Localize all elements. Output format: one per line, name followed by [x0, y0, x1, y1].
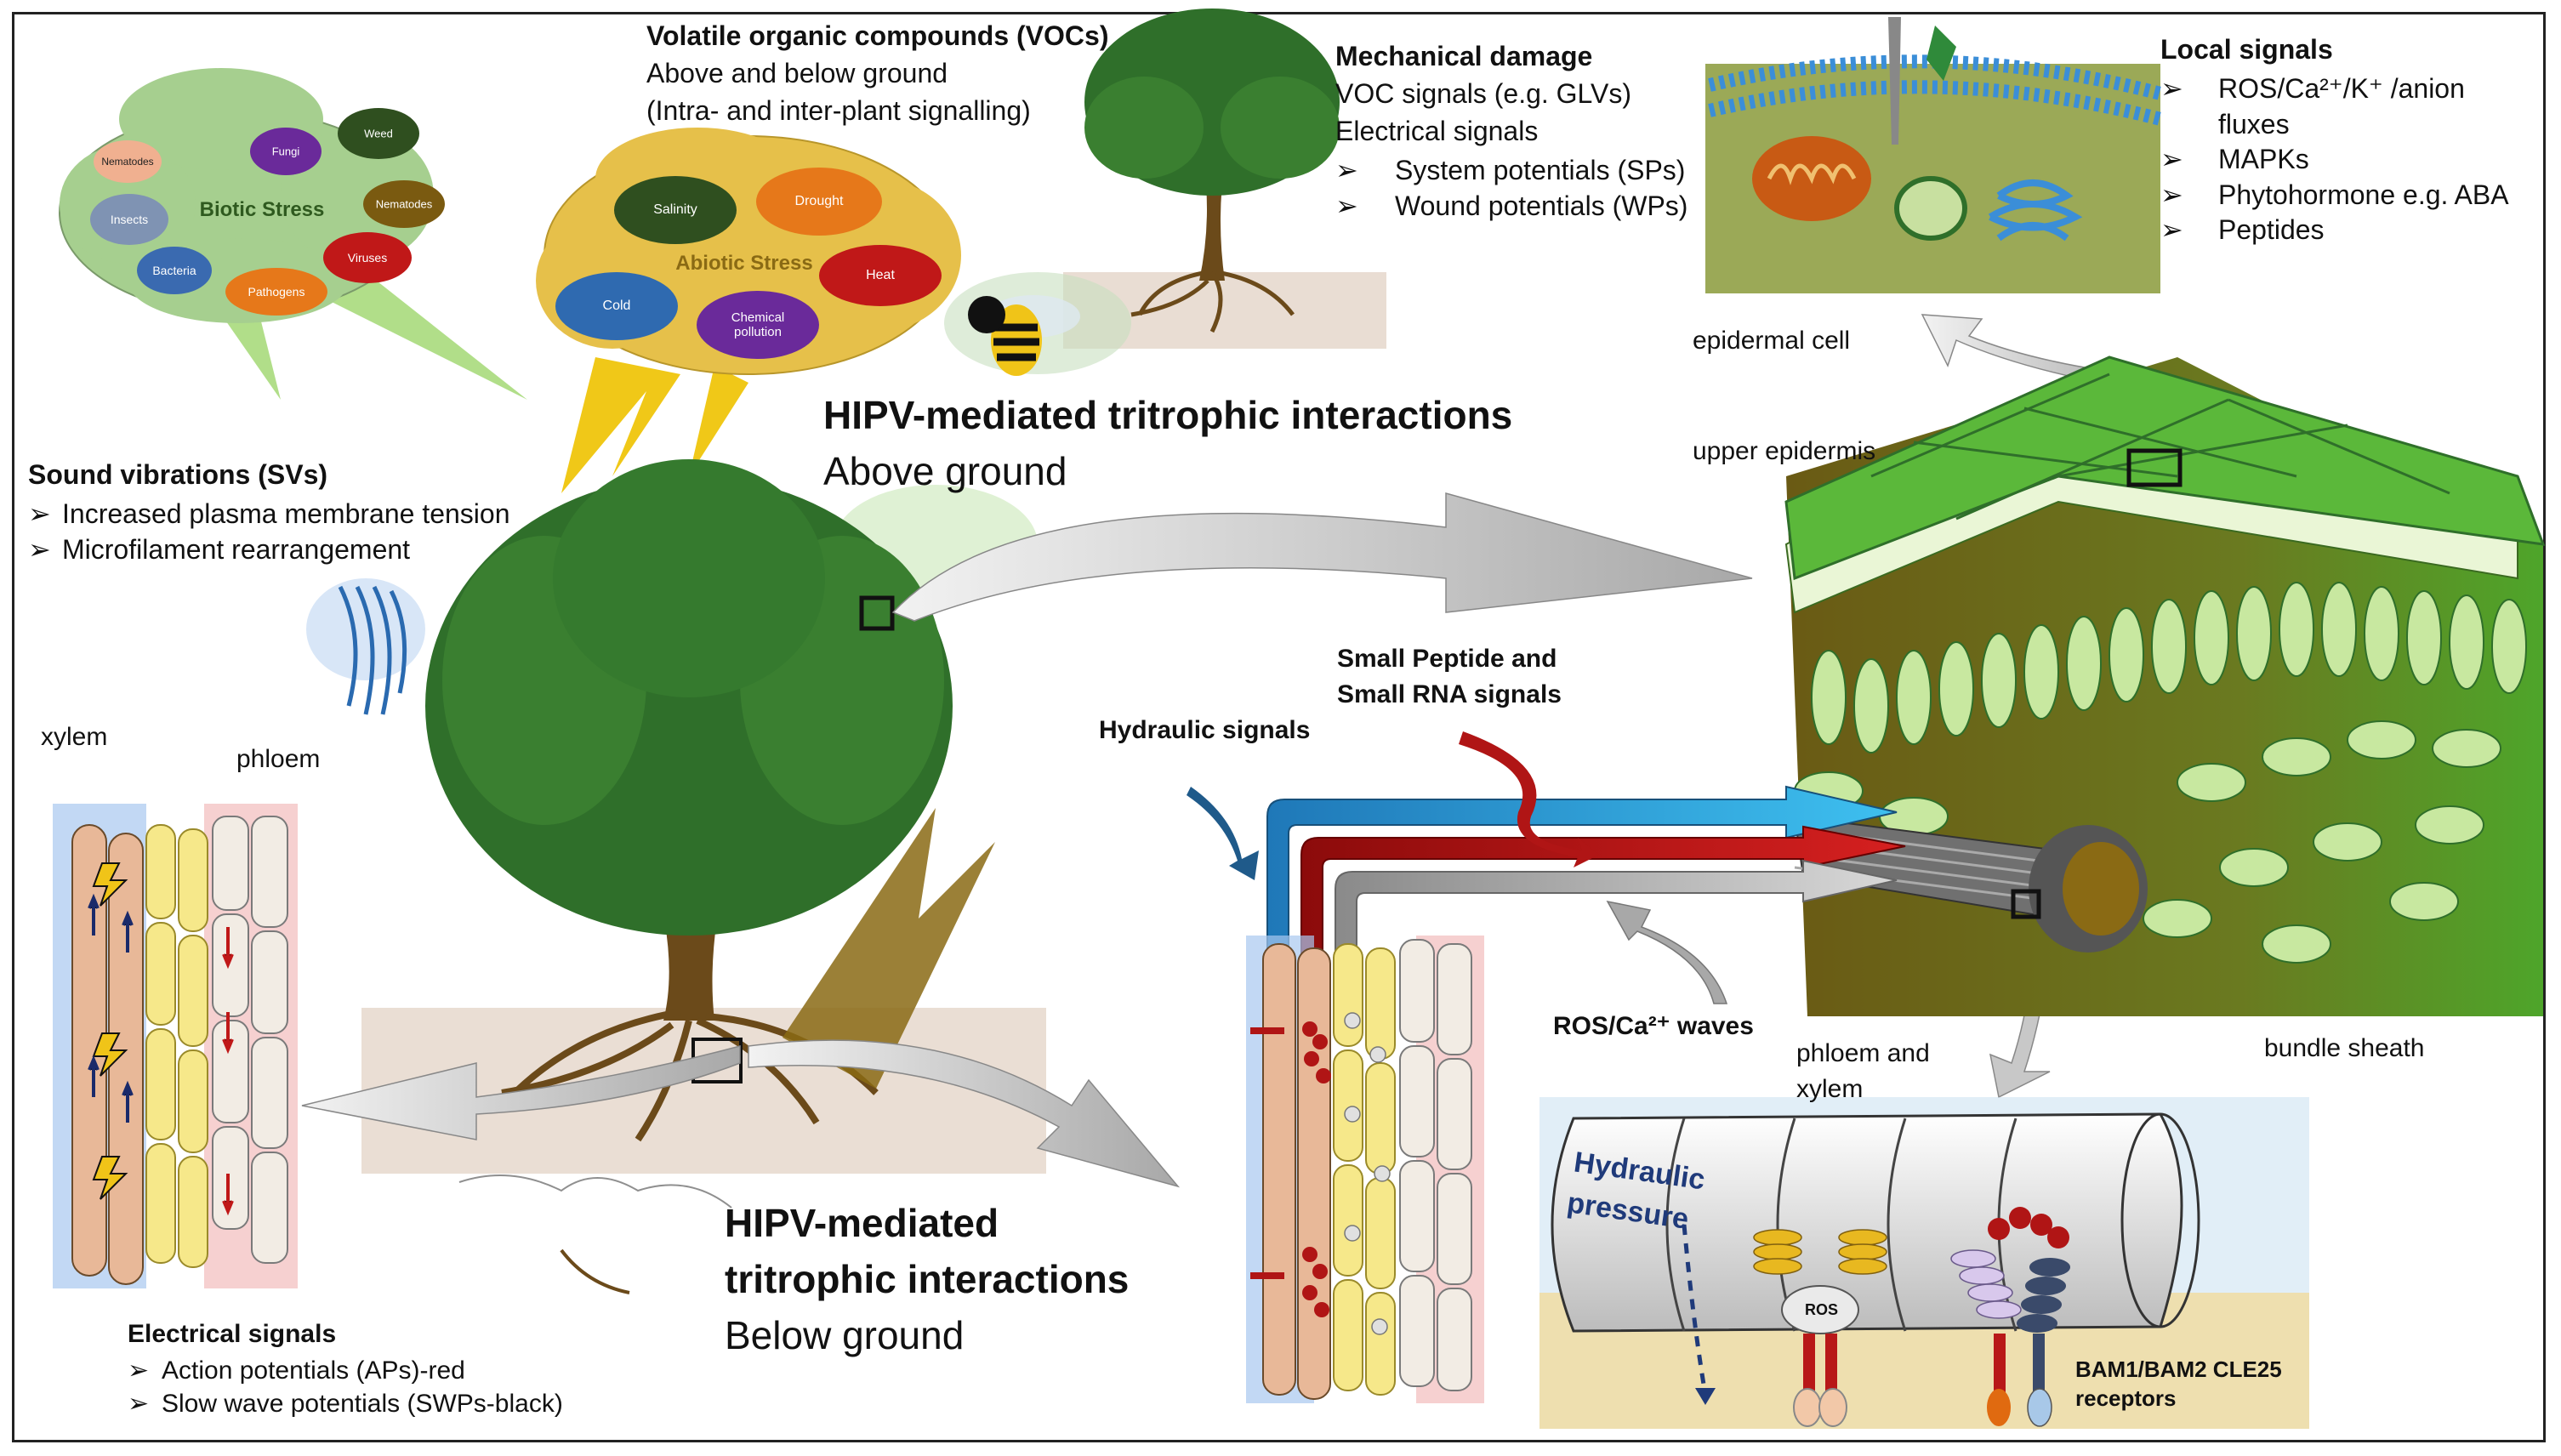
hipv-below-title-2: tritrophic interactions [725, 1257, 1130, 1301]
hipv-above-subtitle: Above ground [823, 449, 1067, 493]
frame-border [12, 12, 2546, 1442]
label-bundle-sheath: bundle sheath [2264, 1034, 2425, 1062]
local-signals-bullet-line-1: ROS/Ca²⁺/K⁺ /anion [2218, 73, 2465, 104]
sound-vibrations-bullet: Increased plasma membrane tension [28, 497, 510, 532]
abiotic-stress-title: Abiotic Stress [675, 252, 813, 275]
label-upper-epidermis: upper epidermis [1693, 437, 1876, 465]
sound-wave-icon [306, 578, 425, 715]
biotic-stress-cloud [59, 68, 527, 400]
sound-vibrations-bullet: Microfilament rearrangement [28, 532, 510, 568]
mechanical-damage-title: Mechanical damage [1335, 41, 1593, 71]
abiotic-item-chemical-pollution: Chemical pollution [731, 310, 785, 339]
local-signals-bullet: MAPKs [2160, 142, 2509, 178]
sound-vibrations-title: Sound vibrations (SVs) [28, 459, 328, 490]
label-small-peptide-2: Small RNA signals [1337, 680, 1562, 708]
biotic-item-nematodes: Nematodes [101, 156, 154, 168]
sound-vibrations-list: Increased plasma membrane tension Microf… [28, 497, 510, 567]
label-epidermal-cell: epidermal cell [1693, 327, 1851, 355]
voc-line-1: Above and below ground [646, 58, 948, 88]
electrical-signals-bullet: Slow wave potentials (SWPs-black) [128, 1387, 563, 1420]
abiotic-item-salinity: Salinity [653, 202, 697, 217]
biotic-stress-title: Biotic Stress [199, 198, 325, 221]
abiotic-item-cold: Cold [602, 299, 631, 313]
local-signal-inset [1705, 17, 2163, 293]
mechanical-damage-list: System potentials (SPs) Wound potentials… [1335, 153, 1687, 224]
main-tree-illustration [361, 459, 1046, 1294]
local-signals-list: ROS/Ca²⁺/K⁺ /anion fluxes MAPKs Phytohorm… [2160, 71, 2509, 248]
mechanical-damage-line-2: Electrical signals [1335, 116, 1539, 146]
abiotic-item-drought: Drought [794, 194, 844, 208]
biotic-item-viruses: Viruses [347, 251, 388, 264]
middle-vascular-tissue [1246, 936, 1484, 1403]
mechanical-damage-bullet: System potentials (SPs) [1335, 153, 1687, 189]
receptor-tube-inset [1539, 1097, 2309, 1429]
local-signals-title: Local signals [2160, 34, 2333, 65]
biotic-item-weed: Weed [364, 127, 393, 140]
electrical-signals-bullet: Action potentials (APs)-red [128, 1354, 563, 1387]
signal-arrows [1187, 731, 1906, 962]
local-signals-bullet-line-2: fluxes [2218, 108, 2290, 139]
local-signals-bullet: ROS/Ca²⁺/K⁺ /anion fluxes [2160, 71, 2509, 142]
label-receptors-2: receptors [2075, 1385, 2177, 1411]
mechanical-damage-bullet: Wound potentials (WPs) [1335, 189, 1687, 225]
left-vascular-tissue [53, 804, 298, 1288]
local-signals-bullet: Peptides [2160, 213, 2509, 248]
abiotic-stress-cloud [536, 128, 961, 493]
abiotic-item-heat: Heat [866, 268, 895, 282]
electrical-signals-title: Electrical signals [128, 1320, 337, 1348]
biotic-item-insects: Insects [110, 213, 149, 226]
local-signals-bullet: Phytohormone e.g. ABA [2160, 178, 2509, 213]
label-small-peptide-1: Small Peptide and [1337, 645, 1557, 673]
label-xylem: xylem [41, 723, 108, 751]
label-hydraulic-signals: Hydraulic signals [1099, 716, 1311, 744]
voc-line-2: (Intra- and inter-plant signalling) [646, 95, 1031, 126]
biotic-item-fungi: Fungi [271, 145, 300, 158]
label-receptors-1: BAM1/BAM2 CLE25 [2075, 1356, 2282, 1382]
mechanical-damage-line-1: VOC signals (e.g. GLVs) [1335, 78, 1631, 109]
voc-title: Volatile organic compounds (VOCs) [646, 20, 1109, 51]
leaf-cross-section [1784, 355, 2546, 1016]
label-phloem: phloem [236, 745, 321, 773]
biotic-item-bacteria: Bacteria [152, 264, 196, 277]
label-ros-receptor: ROS [1805, 1301, 1839, 1318]
biotic-item-nematodes-2: Nematodes [375, 197, 433, 211]
hipv-below-subtitle: Below ground [725, 1313, 965, 1357]
biotic-item-pathogens: Pathogens [248, 285, 305, 299]
electrical-signals-list: Action potentials (APs)-red Slow wave po… [128, 1354, 563, 1420]
label-phloem-xylem-1: phloem and [1796, 1039, 1930, 1067]
hipv-below-title-1: HIPV-mediated [725, 1201, 999, 1245]
label-phloem-xylem-2: xylem [1796, 1075, 1864, 1103]
wasp-illustration [944, 272, 1131, 376]
hipv-above-title: HIPV-mediated tritrophic interactions [823, 393, 1513, 437]
label-ros-waves: ROS/Ca²⁺ waves [1553, 1012, 1754, 1040]
